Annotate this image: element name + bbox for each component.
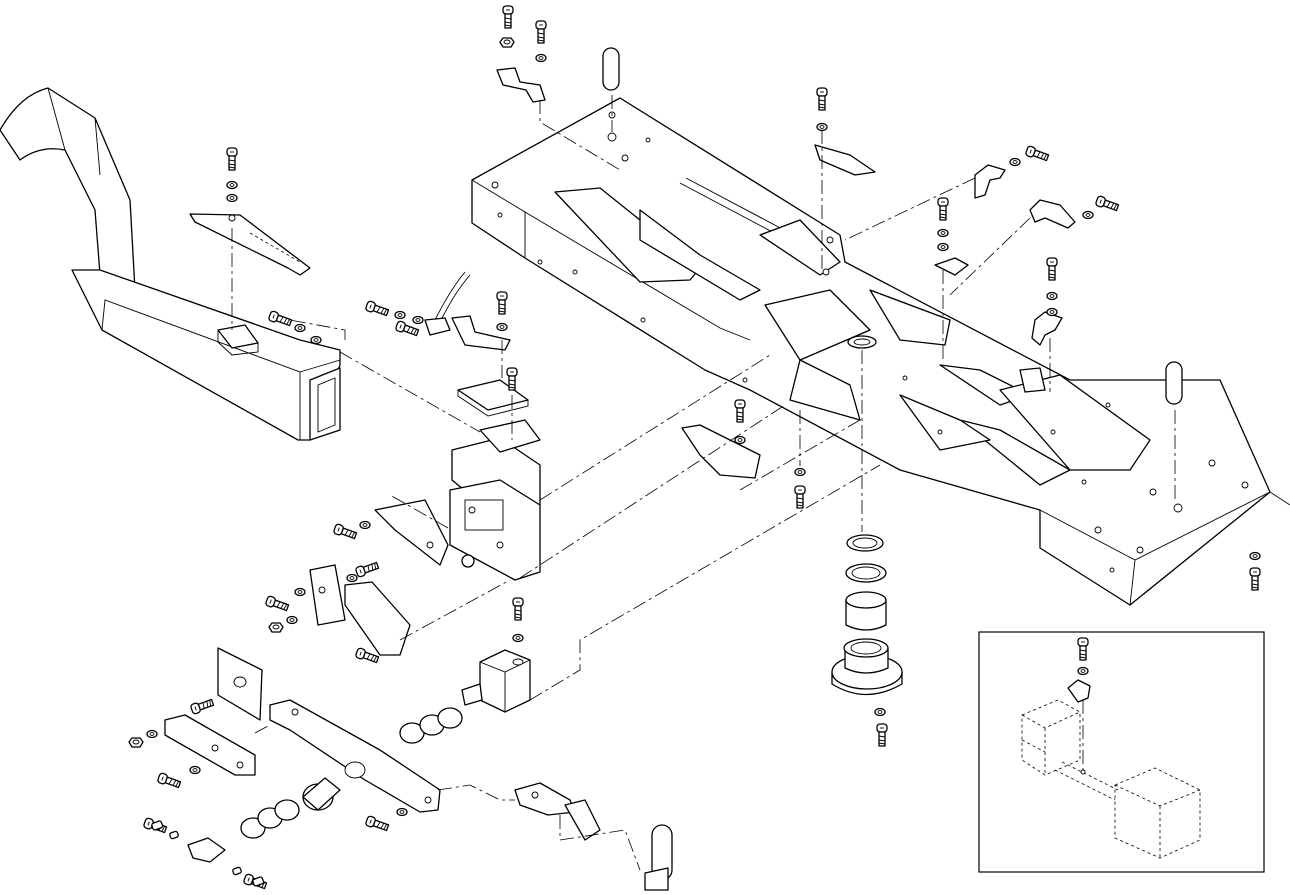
main-base-plate [472, 98, 1290, 605]
chute-cover-plate [190, 214, 310, 275]
lever-arm [165, 648, 462, 862]
bearing-flange [832, 535, 902, 695]
bracket-assembly [310, 380, 540, 655]
detail-inset [979, 632, 1264, 872]
bottom-link [515, 783, 600, 840]
sensor-bracket [425, 272, 510, 350]
shaft-block [462, 650, 530, 712]
